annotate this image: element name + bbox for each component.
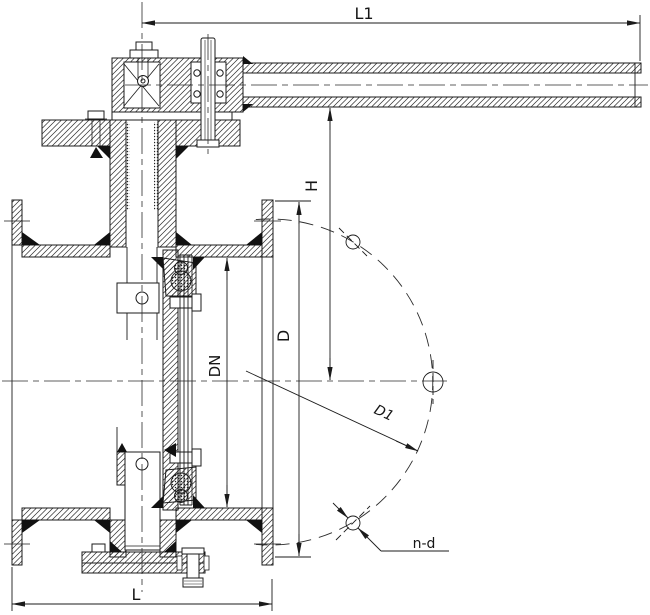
stem-top-bolt (129, 41, 159, 59)
dimension-l-label: L (132, 585, 141, 604)
dimension-d-label: D (274, 330, 293, 342)
stem-boss (116, 451, 126, 486)
weld-symbols (22, 56, 262, 552)
flange-hole-ticks (4, 220, 281, 545)
seal-ring-top (170, 270, 192, 292)
plate-bolt (85, 110, 107, 146)
bolt-circle (255, 218, 444, 546)
hub-base-plate (111, 111, 233, 121)
disc-face-plates (179, 254, 193, 506)
bolt-hole-top-centerline (338, 227, 368, 257)
dimension-l (11, 567, 273, 611)
stem-packing (126, 122, 158, 210)
dimensions (11, 15, 641, 611)
cover-bolt-right (176, 547, 210, 588)
edge-lines (4, 63, 636, 545)
cover-bolt-left (91, 543, 106, 553)
left-flange (11, 199, 23, 566)
dimension-labels: L1 H D DN D1 n-d L (132, 4, 436, 604)
dimension-d (275, 200, 311, 558)
bolt-hole-bottom (345, 515, 361, 531)
dimension-l1 (141, 15, 641, 61)
valve-neck (109, 119, 177, 248)
dimension-l1-label: L1 (354, 4, 373, 23)
valve-detail-parts (85, 37, 233, 588)
dimension-h-label: H (302, 180, 321, 192)
stem-hub-lines (116, 313, 158, 452)
seal-ring-bottom-small (174, 489, 188, 503)
dimension-nd-label: n-d (413, 536, 436, 552)
bolt-hole-top (345, 234, 361, 250)
right-flange-bore-edge (261, 257, 274, 508)
dimension-nd (332, 502, 449, 552)
dimension-dn-label: DN (206, 355, 224, 378)
upper-stem-bracket (116, 282, 160, 314)
bolt-hole-bottom-centerline (335, 505, 371, 541)
dimension-d1 (245, 370, 419, 452)
stem-lower-section (126, 247, 158, 283)
lower-stem-bearing (124, 451, 161, 551)
seal-bolt-top (169, 293, 202, 312)
right-flange (261, 199, 274, 566)
valve-sectioned-parts (11, 57, 642, 574)
centerlines (2, 2, 648, 592)
dimension-d1-label: D1 (371, 402, 396, 425)
bolt-circle-arc (255, 218, 434, 546)
